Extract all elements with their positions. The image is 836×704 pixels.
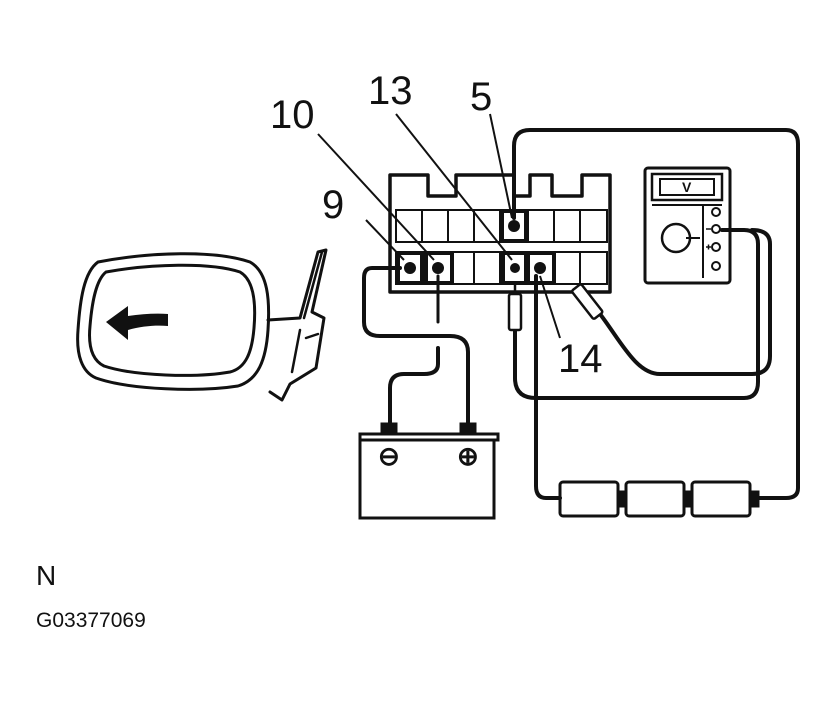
connector-housing [388,173,612,294]
terminal-label-5: 5 [470,75,492,119]
voltmeter-jack-3 [711,242,721,252]
terminal-label-13: 13 [368,69,413,113]
voltmeter-jack-4 [711,261,721,271]
voltmeter-jack-1 [711,207,721,217]
mirror-bracket-line [290,250,324,374]
probe-terminal-14 [570,283,604,320]
terminal-5-pin [508,220,520,232]
leader-line-10 [317,133,435,261]
battery [358,422,500,520]
voltmeter-display [659,178,715,196]
mirror-outer-housing [76,252,271,391]
cell-2 [624,480,686,518]
terminal-10-pin [432,262,444,274]
battery-negative-icon: ⊖ [378,441,400,471]
test-probes [507,283,604,332]
figure-code: G03377069 [36,609,146,632]
caption-letter: N [36,560,56,591]
terminal-13-pin [510,263,520,273]
terminal-14-highlight [526,251,556,285]
terminal-9-pin [404,262,416,274]
terminal-14-pin [534,262,546,274]
cell-3 [690,480,752,518]
battery-negative-post [380,422,398,436]
mirror-glass [88,263,257,377]
mirror-direction-arrow-icon [106,306,168,340]
mirror-connector [388,173,612,294]
cell-1 [558,480,620,518]
leader-lines [317,113,561,339]
leader-line-13 [395,113,513,261]
wire-battery-negative [388,346,440,426]
terminal-label-14: 14 [558,337,603,381]
wire-resistor-chain-to-terminal-14 [534,274,562,500]
cell-chain [558,480,760,518]
voltmeter-dial-knob [660,222,692,254]
terminal-label-9: 9 [322,183,344,227]
battery-positive-icon: ⊕ [457,441,479,471]
voltmeter-display-frame [650,172,724,202]
mirror-base [266,248,328,402]
battery-positive-post [459,422,477,436]
voltmeter [643,166,732,285]
wire-meter-loop [512,128,800,500]
side-mirror [76,248,328,402]
wire-probe-to-meter [598,228,772,376]
wiring [362,128,800,500]
voltmeter-symbol: V [682,179,692,195]
voltmeter-body [643,166,732,285]
wire-terminal-9-to-battery-positive [362,266,470,426]
probe-terminal-13 [507,292,523,332]
leader-line-9 [365,219,405,261]
voltmeter-jack-2 [711,224,721,234]
leader-line-14 [539,275,561,339]
terminal-label-10: 10 [270,93,315,137]
wire-terminal-13-to-meter [513,228,760,400]
leader-line-5 [489,113,513,219]
